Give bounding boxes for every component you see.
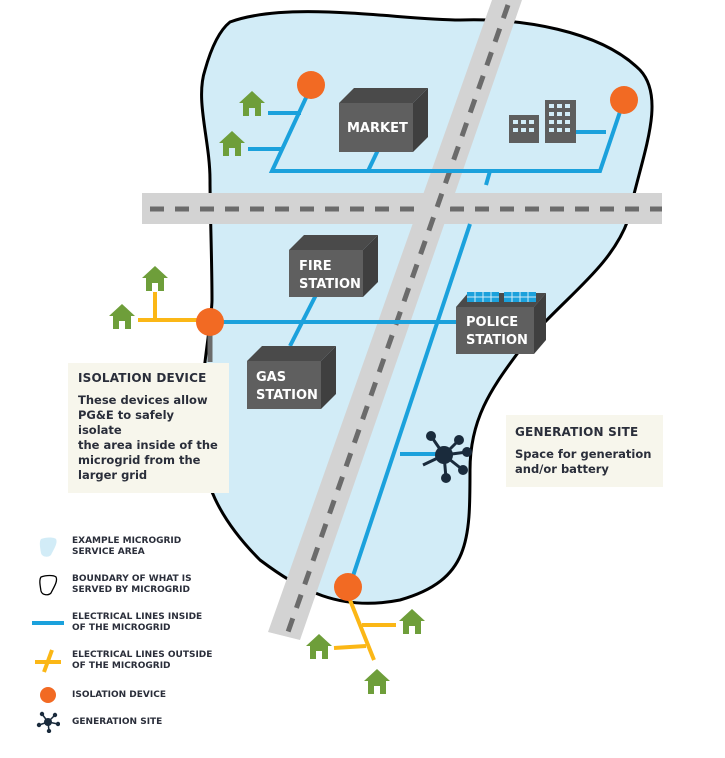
house-icon <box>142 266 168 291</box>
solar-panels-icon <box>467 292 536 302</box>
microgrid-service-area <box>198 10 654 605</box>
isolation-callout-line: the area inside of the <box>78 438 218 452</box>
isolation-callout-line: larger grid <box>78 468 148 482</box>
market-building[interactable]: MARKET <box>339 88 428 152</box>
gas-station-label-2: STATION <box>256 388 318 403</box>
fire-station-building[interactable]: FIRE STATION <box>289 235 378 297</box>
fire-station-label-2: STATION <box>299 277 361 292</box>
legend-item-generation-site: GENERATION SITE <box>28 709 222 735</box>
legend-label-line: BOUNDARY OF WHAT IS <box>72 574 192 584</box>
house-icon <box>219 131 245 156</box>
isolation-device-icon[interactable] <box>297 71 325 99</box>
generation-callout-line: and/or battery <box>515 462 609 476</box>
legend-label-line: OF THE MICROGRID <box>72 661 171 671</box>
isolation-device-icon <box>40 687 56 703</box>
house-icon <box>399 609 425 634</box>
police-station-label-2: STATION <box>466 333 528 348</box>
isolation-device-callout: ISOLATION DEVICE These devices allow PG&… <box>68 363 229 493</box>
inside-line-icon <box>32 621 64 625</box>
legend-label-line: EXAMPLE MICROGRID <box>72 536 182 546</box>
houses <box>109 91 425 694</box>
horizontal-road <box>142 193 662 224</box>
house-icon <box>239 91 265 116</box>
boundary-icon <box>39 574 58 596</box>
legend-label-line: ELECTRICAL LINES OUTSIDE <box>72 650 213 660</box>
legend-label-line: OF THE MICROGRID <box>72 623 171 633</box>
service-area-icon <box>39 537 57 557</box>
legend-label-line: ELECTRICAL LINES INSIDE <box>72 612 203 622</box>
isolation-device-icon[interactable] <box>334 573 362 601</box>
outside-lines <box>138 292 396 661</box>
outside-line-icon <box>35 649 61 673</box>
generation-site-callout: GENERATION SITE Space for generation and… <box>506 415 663 487</box>
market-label: MARKET <box>347 121 408 136</box>
police-station-label-1: POLICE <box>466 315 518 330</box>
generation-site-icon <box>36 711 60 733</box>
isolation-callout-line: These devices allow <box>78 393 208 407</box>
legend-label-line: SERVICE AREA <box>72 547 145 557</box>
house-icon <box>306 634 332 659</box>
isolation-device-icon[interactable] <box>196 308 224 336</box>
office-buildings-icon <box>509 100 576 143</box>
house-icon <box>364 669 390 694</box>
generation-callout-title: GENERATION SITE <box>515 425 639 439</box>
house-icon <box>109 304 135 329</box>
police-station-building[interactable]: POLICE STATION <box>456 292 546 354</box>
legend-label-line: GENERATION SITE <box>72 716 163 727</box>
gas-station-label-1: GAS <box>256 370 286 385</box>
isolation-callout-title: ISOLATION DEVICE <box>78 371 207 385</box>
isolation-callout-line: microgrid from the <box>78 453 201 467</box>
generation-callout-line: Space for generation <box>515 447 652 461</box>
gas-station-building[interactable]: GAS STATION <box>247 346 336 409</box>
isolation-device-icon[interactable] <box>610 86 638 114</box>
legend-item-isolation-device: ISOLATION DEVICE <box>28 682 222 708</box>
legend-label-line: ISOLATION DEVICE <box>72 689 166 700</box>
fire-station-label-1: FIRE <box>299 259 332 274</box>
generation-site-icon[interactable] <box>422 431 472 483</box>
isolation-callout-line: PG&E to safely isolate <box>78 408 175 437</box>
inside-lines <box>222 86 626 586</box>
legend-label-line: SERVED BY MICROGRID <box>72 585 190 595</box>
